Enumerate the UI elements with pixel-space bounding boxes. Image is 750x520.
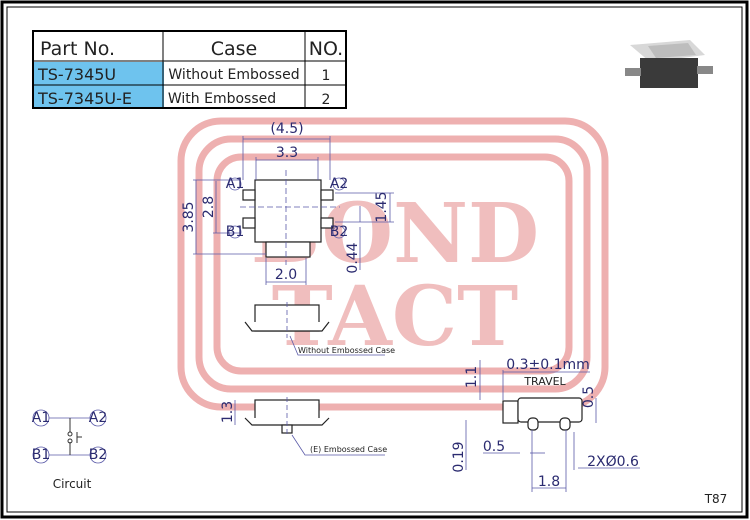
dim-body-width: 3.3 bbox=[276, 145, 298, 161]
dim-height: 1.3 bbox=[220, 401, 236, 423]
circuit-label: Circuit bbox=[53, 477, 92, 491]
dim-pin-pitch: 1.45 bbox=[374, 191, 390, 222]
dim-actuator-width: 2.0 bbox=[275, 267, 297, 283]
row2-no: 2 bbox=[322, 92, 331, 108]
pin-a1: A1 bbox=[226, 176, 244, 192]
label-embossed: (E) Embossed Case bbox=[310, 445, 387, 454]
dim-0-5-bottom: 0.5 bbox=[483, 439, 505, 455]
dim-0-19: 0.19 bbox=[451, 441, 467, 472]
dim-overall-height: 3.85 bbox=[181, 201, 197, 232]
side-detail: 0.3±0.1mm TRAVEL 1.1 0.5 0.19 0.5 1.8 2X… bbox=[451, 357, 640, 492]
pin-a2: A2 bbox=[330, 176, 348, 192]
row2-case: With Embossed bbox=[168, 91, 276, 107]
travel-label: TRAVEL bbox=[523, 375, 566, 388]
pin-b1: B1 bbox=[226, 224, 245, 240]
header-part-no: Part No. bbox=[40, 38, 115, 60]
dim-1-1: 1.1 bbox=[464, 366, 480, 388]
product-photo bbox=[625, 40, 713, 88]
dim-body-height: 2.8 bbox=[201, 196, 217, 218]
circuit-diagram: A1 A2 B1 B2 Circuit bbox=[32, 409, 108, 491]
row1-case: Without Embossed bbox=[168, 67, 299, 83]
circuit-pin-a1: A1 bbox=[32, 410, 50, 426]
circuit-pin-a2: A2 bbox=[89, 410, 107, 426]
side-view-embossed: 1.3 (E) Embossed Case bbox=[220, 397, 387, 456]
travel-value: 0.3±0.1mm bbox=[506, 357, 590, 373]
part-table: Part No. Case NO. TS-7345U Without Embos… bbox=[32, 30, 347, 109]
header-no: NO. bbox=[309, 38, 343, 60]
header-case: Case bbox=[211, 38, 258, 60]
page-code: T87 bbox=[704, 492, 728, 506]
dim-pin-diameter: 2XØ0.6 bbox=[587, 454, 639, 470]
side-view-without-embossed: Without Embossed Case bbox=[244, 302, 395, 356]
top-view: (4.5) 3.3 3.85 2.8 1.45 0.44 2.0 A1 A2 B… bbox=[181, 121, 394, 285]
dim-offset: 0.44 bbox=[345, 242, 361, 273]
label-without-embossed: Without Embossed Case bbox=[298, 346, 395, 355]
row1-part: TS-7345U bbox=[37, 65, 116, 84]
row1-no: 1 bbox=[322, 68, 331, 84]
circuit-pin-b1: B1 bbox=[32, 447, 51, 463]
dim-overall-width: (4.5) bbox=[270, 121, 303, 137]
dim-0-5-right: 0.5 bbox=[581, 386, 597, 408]
row2-part: TS-7345U-E bbox=[37, 89, 132, 108]
circuit-pin-b2: B2 bbox=[89, 447, 108, 463]
dim-1-8: 1.8 bbox=[538, 474, 560, 490]
inner-frame bbox=[6, 6, 743, 513]
pin-b2: B2 bbox=[330, 224, 349, 240]
